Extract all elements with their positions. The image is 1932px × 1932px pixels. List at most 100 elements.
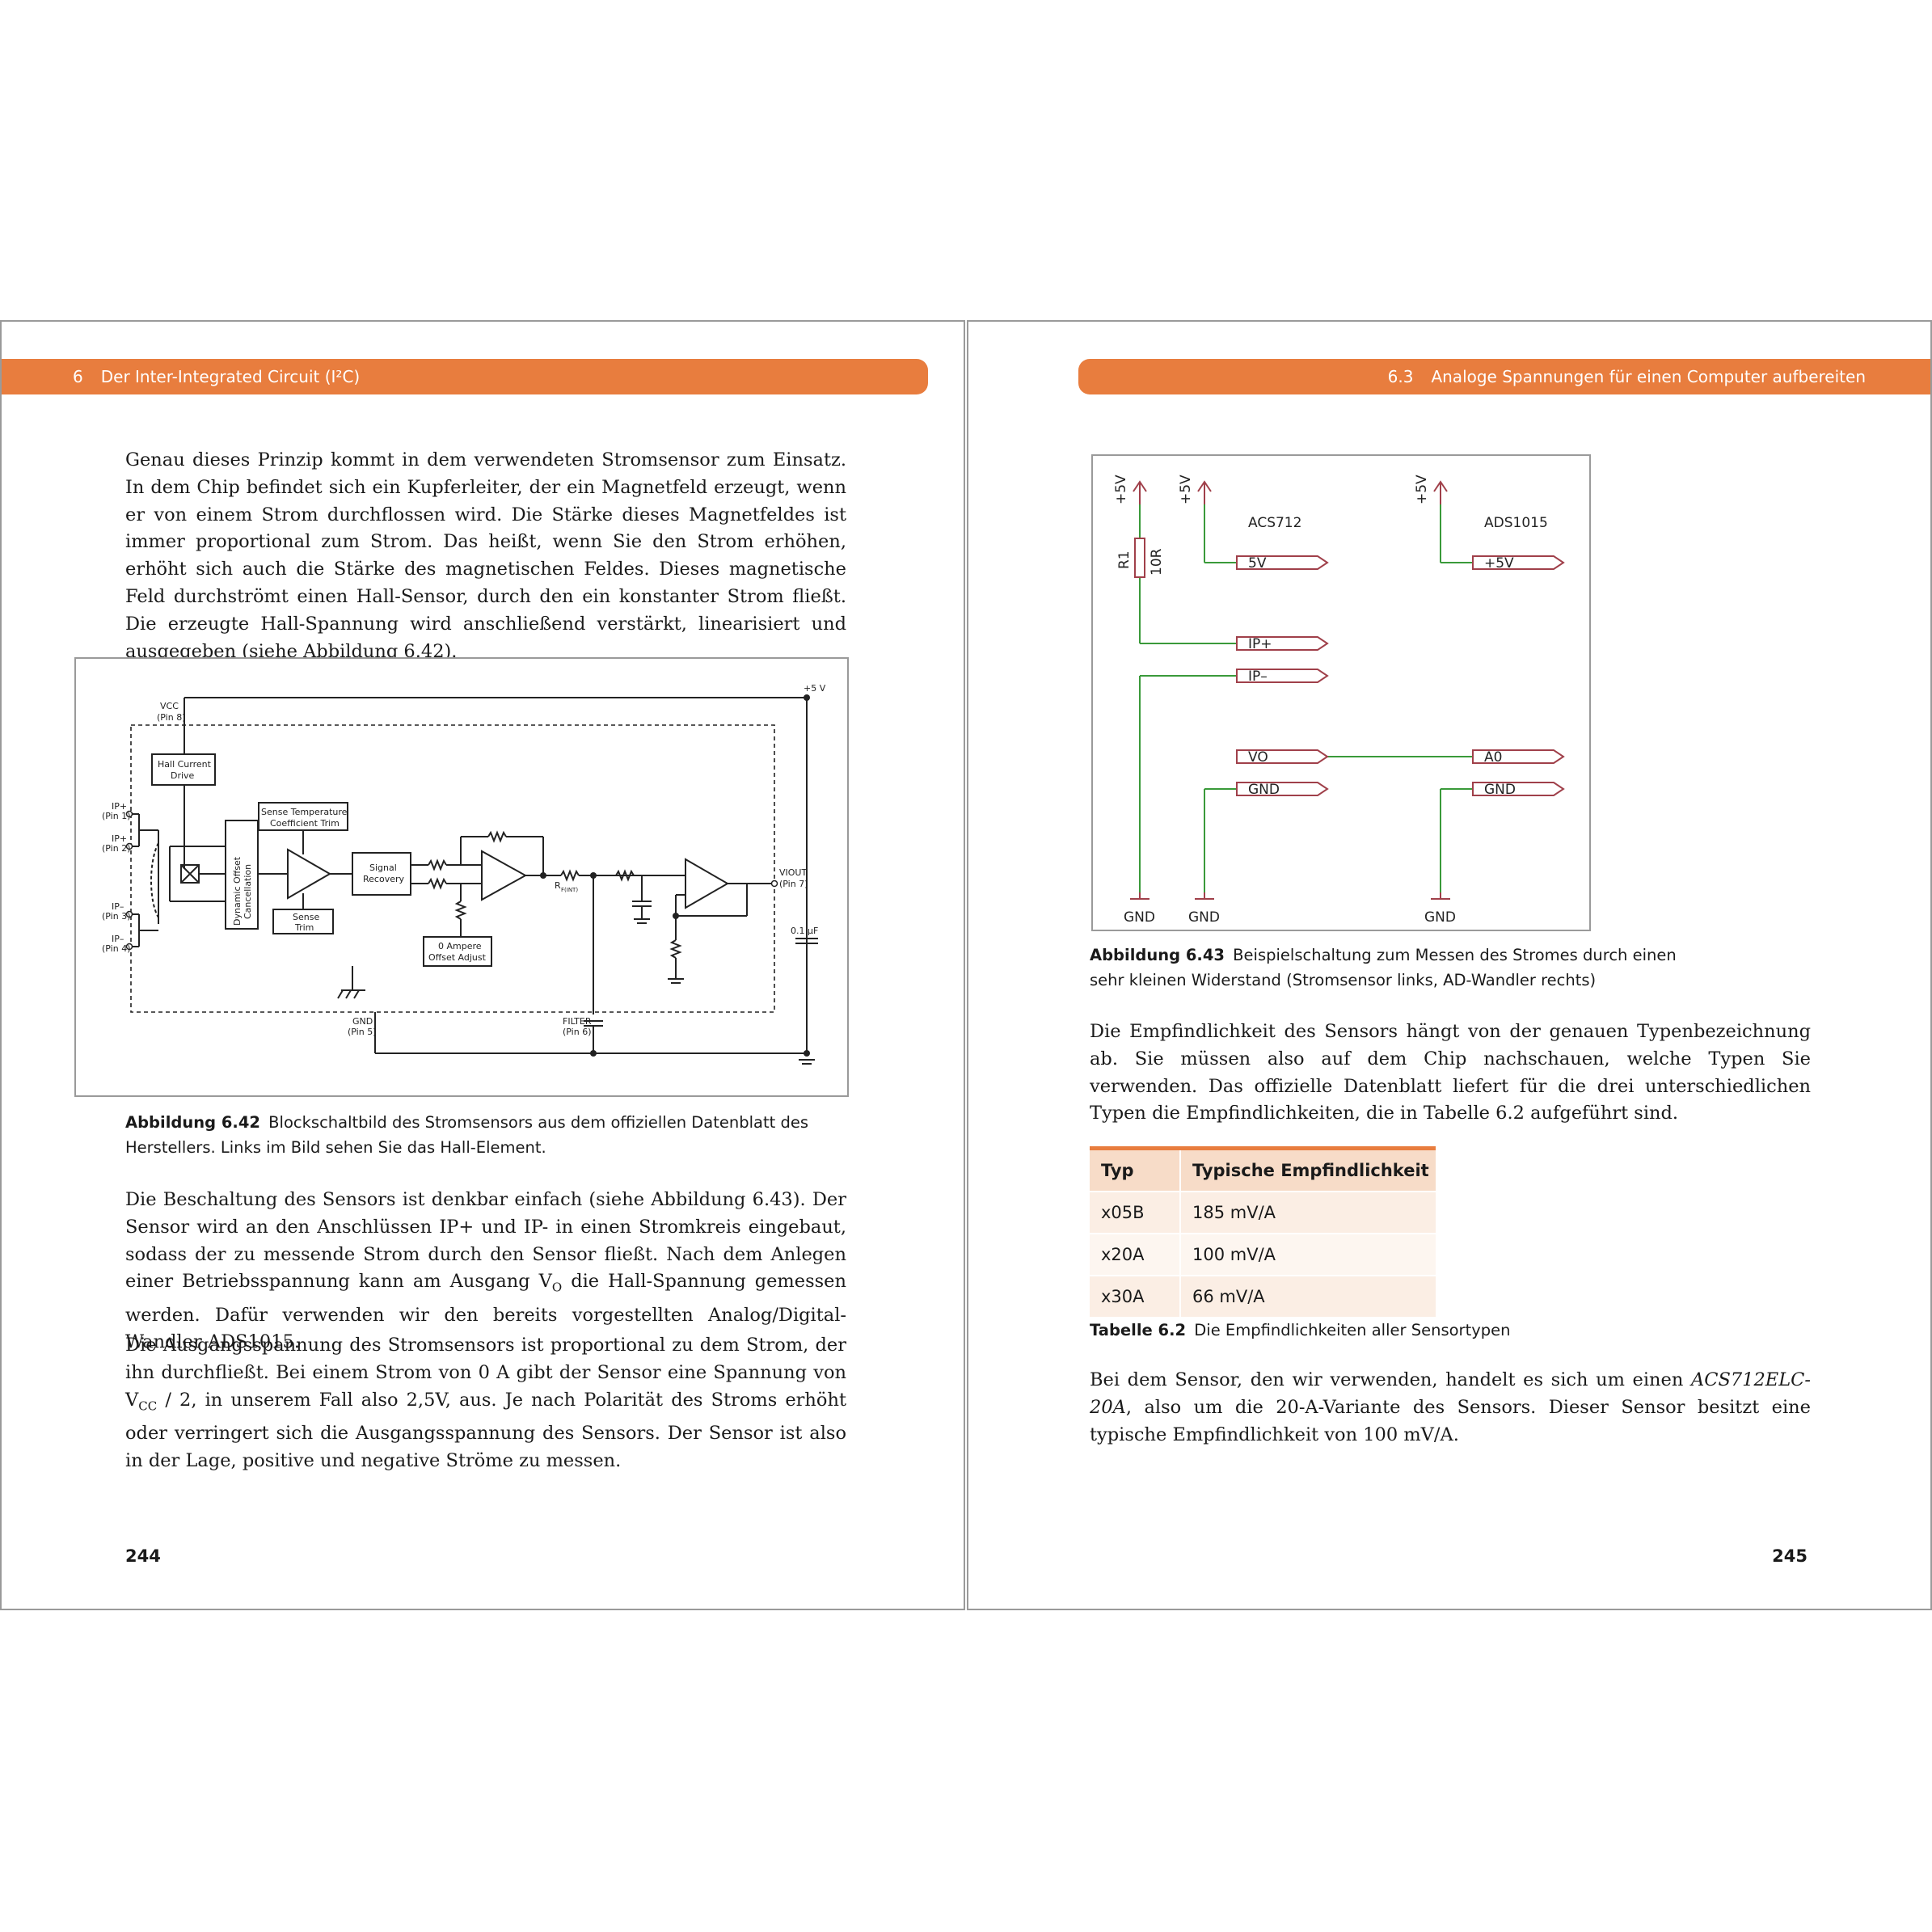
supply-label-2: +5V: [1178, 475, 1194, 504]
plus5v-label: +5 V: [804, 683, 826, 694]
ads1015-label: ADS1015: [1484, 515, 1548, 531]
offset-adjust-label: 0 Ampere: [438, 941, 482, 951]
supply-label-3: +5V: [1414, 475, 1430, 504]
port-gnd-acs: GND: [1248, 782, 1280, 798]
paragraph-variant: Bei dem Sensor, den wir verwenden, hande…: [1090, 1367, 1811, 1449]
figure-circuit: +5V +5V +5V R1 10R ACS712 ADS1015 5V +5V…: [1091, 454, 1591, 931]
port-ip-plus: IP+: [1248, 636, 1272, 652]
caption-label: Abbildung 6.43: [1090, 946, 1225, 964]
signal-recovery-label: Signal: [369, 863, 397, 873]
viout-pin-label: (Pin 7): [779, 879, 808, 889]
ip1-label: IP+: [112, 801, 127, 812]
sensor-model: ACS712ELC-20A: [1090, 1369, 1811, 1418]
table-row: x20A 100 mV/A: [1090, 1234, 1436, 1276]
port-5v: 5V: [1248, 555, 1267, 572]
subscript-cc: CC: [138, 1398, 158, 1414]
hall-drive-label-2: Drive: [171, 770, 195, 781]
port-a0: A0: [1484, 749, 1502, 766]
table-caption-label: Tabelle 6.2: [1090, 1321, 1187, 1339]
table-cell-sensitivity: 185 mV/A: [1192, 1203, 1276, 1222]
acs712-label: ACS712: [1248, 515, 1301, 531]
gnd-symbol-label-3: GND: [1424, 909, 1456, 926]
supply-label-1: +5V: [1113, 475, 1129, 504]
figure-caption-642: Abbildung 6.42 Blockschaltbild des Strom…: [125, 1110, 820, 1160]
sense-trim-label-2: Trim: [294, 922, 314, 933]
caption-text: Blockschaltbild des Stromsensors aus dem…: [125, 1113, 808, 1157]
table-caption: Tabelle 6.2 Die Empfindlichkeiten aller …: [1090, 1318, 1656, 1343]
right-page: 6.3 Analoge Spannungen für einen Computer…: [967, 320, 1932, 1610]
ip3-label: IP–: [112, 901, 124, 912]
filter-pin-label: (Pin 6): [563, 1027, 592, 1037]
paragraph-output-voltage: Die Ausgangsspannung des Stromsensors is…: [125, 1332, 846, 1474]
page-number: 245: [1772, 1546, 1808, 1566]
rfint-sub-label: F(INT): [561, 887, 578, 893]
caption-line1: Beispielschaltung zum Messen des Stromes…: [1233, 946, 1677, 964]
vcc-label: VCC: [160, 701, 179, 711]
table-caption-text: Die Empfindlichkeiten aller Sensortypen: [1194, 1321, 1511, 1339]
ip4-pin-label: (Pin 4): [102, 943, 131, 954]
ip2-pin-label: (Pin 2): [102, 843, 131, 854]
rfint-label: R: [555, 880, 561, 891]
ip1-pin-label: (Pin 1): [102, 811, 131, 821]
ip3-pin-label: (Pin 3): [102, 911, 131, 922]
signal-recovery-label-2: Recovery: [363, 874, 404, 884]
chapter-header: 6 Der Inter-Integrated Circuit (I²C): [2, 359, 928, 394]
sense-trim-label: Sense: [293, 912, 319, 922]
paragraph-wiring-b: die Hall-Spannung gemessen werden. Dafür…: [125, 1271, 846, 1353]
gnd-pin-label: (Pin 5): [348, 1027, 377, 1037]
table-cell-type: x20A: [1090, 1234, 1181, 1275]
section-header: 6.3 Analoge Spannungen für einen Computer…: [1078, 359, 1930, 394]
caption-label: Abbildung 6.42: [125, 1113, 260, 1132]
port-ip-minus: IP–: [1248, 669, 1268, 685]
table-header-row: Typ Typische Empfindlichkeit: [1090, 1150, 1436, 1192]
paragraph-intro: Genau dieses Prinzip kommt in dem verwen…: [125, 449, 846, 662]
section-number: 6.3: [1387, 367, 1414, 386]
filter-label: FILTER: [563, 1016, 592, 1027]
caption-line2: sehr kleinen Widerstand (Stromsensor lin…: [1090, 971, 1597, 989]
paragraph-variant-a: Bei dem Sensor, den wir verwenden, hande…: [1090, 1369, 1691, 1390]
viout-label: VIOUT: [779, 867, 807, 878]
dyn-offset-label-2: Cancellation: [243, 864, 253, 919]
sensitivity-table: Typ Typische Empfindlichkeit x05B 185 mV…: [1090, 1146, 1436, 1318]
cap-label: 0.1 µF: [791, 926, 818, 936]
circuit-schematic: +5V +5V +5V R1 10R ACS712 ADS1015 5V +5V…: [1113, 475, 1565, 926]
table-cell-type: x30A: [1090, 1276, 1181, 1317]
gnd-label: GND: [352, 1016, 373, 1027]
page-number: 244: [125, 1546, 161, 1566]
resistor-value: 10R: [1149, 548, 1165, 576]
paragraph-variant-b: , also um die 20-A-Variante des Sensors.…: [1090, 1396, 1811, 1445]
figure-block-diagram: VCC (Pin 8) +5 V Hall Current Drive IP+ …: [74, 657, 849, 1097]
resistor-label: R1: [1116, 550, 1133, 569]
offset-adjust-label-2: Offset Adjust: [428, 952, 487, 963]
block-diagram: VCC (Pin 8) +5 V Hall Current Drive IP+ …: [102, 683, 826, 1065]
vcc-pin-label: (Pin 8): [157, 712, 186, 723]
table-cell-type: x05B: [1090, 1192, 1181, 1233]
port-gnd-ads: GND: [1484, 782, 1516, 798]
paragraph-wiring-a: Die Beschaltung des Sensors ist denkbar …: [125, 1189, 846, 1293]
dyn-offset-label: Dynamic Offset: [232, 856, 243, 926]
stc-label-2: Coefficient Trim: [270, 818, 340, 829]
section-title: Analoge Spannungen für einen Computer au…: [1431, 367, 1866, 386]
port-vo: VO: [1248, 749, 1268, 766]
port-plus5v: +5V: [1484, 555, 1514, 572]
hall-drive-label: Hall Current: [158, 759, 212, 770]
table-row: x05B 185 mV/A: [1090, 1192, 1436, 1234]
left-page: 6 Der Inter-Integrated Circuit (I²C) Gena…: [0, 320, 965, 1610]
paragraph-wiring: Die Beschaltung des Sensors ist denkbar …: [125, 1187, 846, 1356]
table-cell-sensitivity: 66 mV/A: [1192, 1287, 1265, 1306]
stc-label: Sense Temperature: [261, 807, 348, 817]
gnd-symbol-label-2: GND: [1188, 909, 1220, 926]
table-row: x30A 66 mV/A: [1090, 1276, 1436, 1318]
table-header-type: Typ: [1090, 1150, 1181, 1191]
ip4-label: IP–: [112, 934, 124, 944]
chapter-title: Der Inter-Integrated Circuit (I²C): [100, 367, 361, 386]
table-header-sensitivity: Typische Empfindlichkeit: [1192, 1161, 1429, 1180]
paragraph-output-b: / 2, in unserem Fall also 2,5V, aus. Je …: [125, 1389, 846, 1471]
chapter-number: 6: [73, 367, 83, 386]
ip2-label: IP+: [112, 833, 127, 844]
paragraph-sensitivity: Die Empfindlichkeit des Sensors hängt vo…: [1090, 1021, 1811, 1124]
table-cell-sensitivity: 100 mV/A: [1192, 1245, 1276, 1264]
figure-caption-643: Abbildung 6.43 Beispielschaltung zum Mes…: [1090, 943, 1817, 993]
paragraph-output-a: Die Ausgangsspannung des Stromsensors is…: [125, 1335, 846, 1411]
subscript-o: O: [551, 1280, 563, 1295]
